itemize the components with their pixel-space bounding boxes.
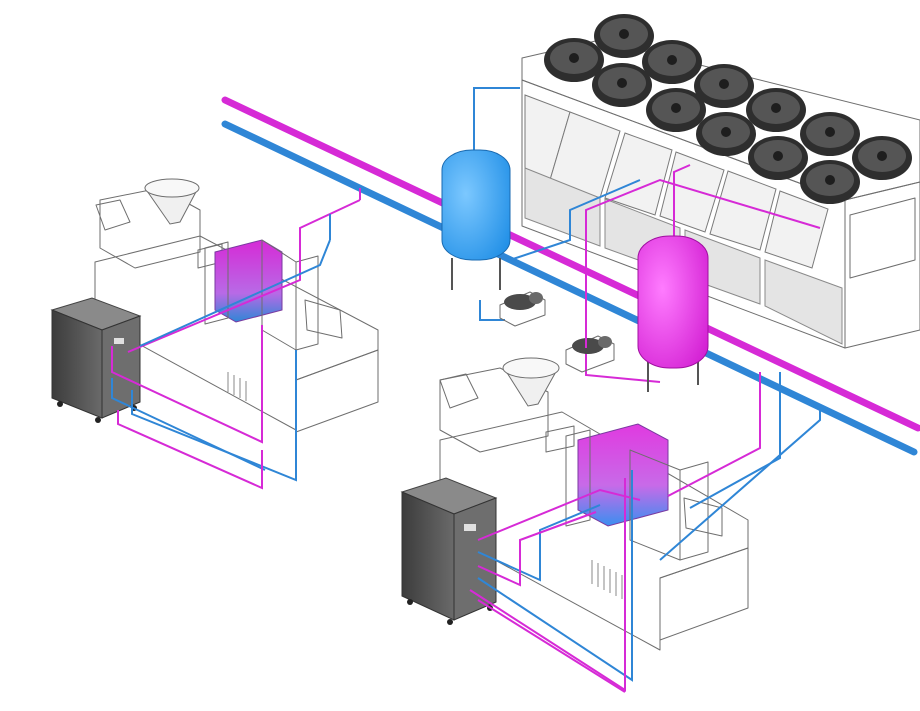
chiller-control-box bbox=[849, 197, 916, 279]
fan bbox=[748, 136, 808, 180]
fan bbox=[800, 112, 860, 156]
motor-block bbox=[95, 199, 131, 231]
fan bbox=[696, 112, 756, 156]
main-headers bbox=[221, 96, 920, 456]
cold-tank bbox=[441, 149, 511, 261]
fan bbox=[852, 136, 912, 180]
clamp-cylinder bbox=[683, 497, 723, 537]
chiller-unit bbox=[521, 14, 920, 349]
fan bbox=[642, 40, 702, 84]
fan bbox=[694, 64, 754, 108]
fan bbox=[746, 88, 806, 132]
moving-platen bbox=[204, 241, 229, 325]
moving-platen bbox=[565, 429, 591, 527]
fan bbox=[800, 160, 860, 204]
fan bbox=[594, 14, 654, 58]
machine-2-piping bbox=[469, 372, 821, 693]
mold-2 bbox=[577, 423, 669, 527]
hot-pump bbox=[565, 335, 615, 373]
condenser-coils bbox=[524, 94, 829, 269]
hot-tank bbox=[637, 235, 709, 369]
temperature-controller-2 bbox=[400, 477, 498, 625]
fan bbox=[544, 38, 604, 82]
fan bbox=[592, 63, 652, 107]
hot-tank-pipe bbox=[585, 164, 691, 383]
injection-unit bbox=[439, 367, 549, 453]
header-drops bbox=[329, 188, 361, 240]
chiller-side-face bbox=[844, 181, 920, 349]
injection-molding-machine-1 bbox=[94, 178, 379, 433]
hot-tank-assembly bbox=[565, 164, 709, 392]
machine-1-piping bbox=[111, 199, 361, 490]
barrel bbox=[545, 425, 575, 453]
motor-block bbox=[439, 373, 479, 409]
chiller-piping bbox=[509, 178, 821, 348]
temperature-controller-1 bbox=[50, 297, 142, 423]
clamp-cylinder bbox=[304, 299, 343, 339]
cold-header bbox=[221, 120, 918, 456]
hot-header bbox=[221, 96, 920, 432]
fan bbox=[646, 88, 706, 132]
cold-tank-pipe bbox=[473, 87, 520, 321]
mold-1 bbox=[214, 239, 283, 323]
fan-array bbox=[544, 14, 912, 204]
cold-pump bbox=[499, 291, 546, 327]
chiller-lower-panels bbox=[524, 167, 843, 345]
cold-tank-assembly bbox=[441, 87, 546, 327]
